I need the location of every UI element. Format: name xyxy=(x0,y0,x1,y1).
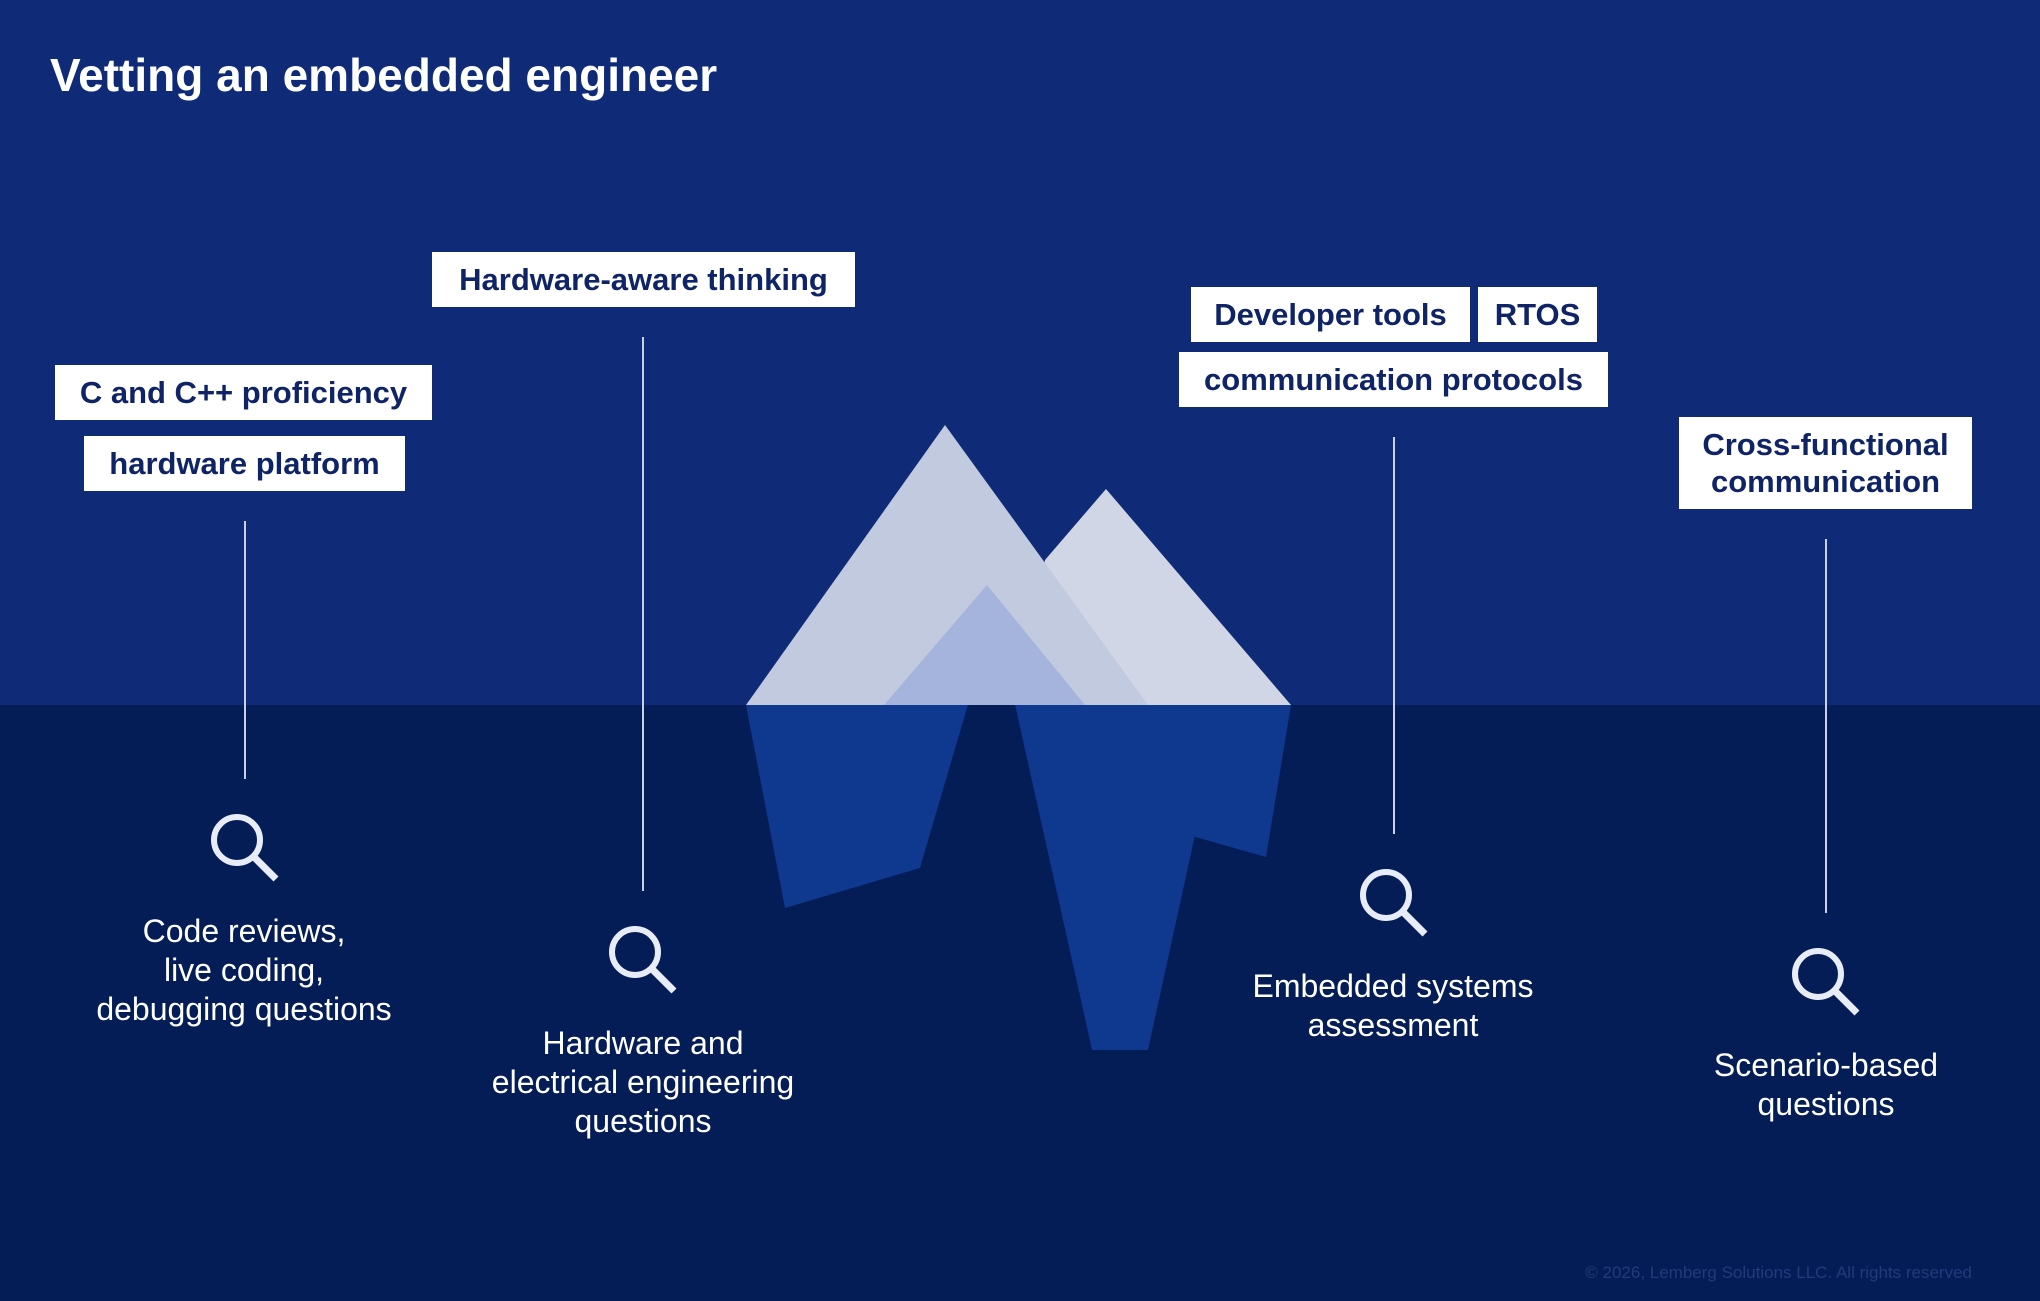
connector-line xyxy=(1393,437,1395,834)
tag-hardware-aware-thinking: Hardware-aware thinking xyxy=(432,252,855,307)
iceberg-underwater-right xyxy=(1125,705,1291,857)
connector-line xyxy=(244,521,246,779)
tag-rtos: RTOS xyxy=(1478,287,1597,342)
connector-line xyxy=(642,337,644,891)
tag-c-cpp-proficiency: C and C++ proficiency xyxy=(55,365,432,420)
search-icon xyxy=(1792,948,1860,1016)
iceberg-peak-inner xyxy=(884,585,1085,705)
iceberg-underwater-center xyxy=(847,705,1092,1195)
caption-code-reviews: Code reviews, live coding, debugging que… xyxy=(96,913,392,1027)
caption-scenario-based: Scenario-based questions xyxy=(1713,1047,1939,1122)
search-icon xyxy=(609,926,677,994)
tag-cross-functional-communication: Cross-functional communication xyxy=(1679,417,1972,509)
tag-communication-protocols: communication protocols xyxy=(1179,352,1608,407)
tag-hardware-platform: hardware platform xyxy=(84,436,405,491)
iceberg-peak-left xyxy=(746,425,1148,705)
caption-hardware-electrical: Hardware and electrical engineering ques… xyxy=(491,1025,795,1139)
search-icon xyxy=(211,814,279,882)
caption-embedded-systems: Embedded systems assessment xyxy=(1252,968,1534,1043)
page-title: Vetting an embedded engineer xyxy=(50,49,718,101)
connector-line xyxy=(1825,539,1827,913)
tag-developer-tools: Developer tools xyxy=(1191,287,1470,342)
copyright-notice: © 2026, Lemberg Solutions LLC. All right… xyxy=(1585,1263,1972,1282)
iceberg-underwater-left xyxy=(746,705,968,908)
search-icon xyxy=(1360,869,1428,937)
